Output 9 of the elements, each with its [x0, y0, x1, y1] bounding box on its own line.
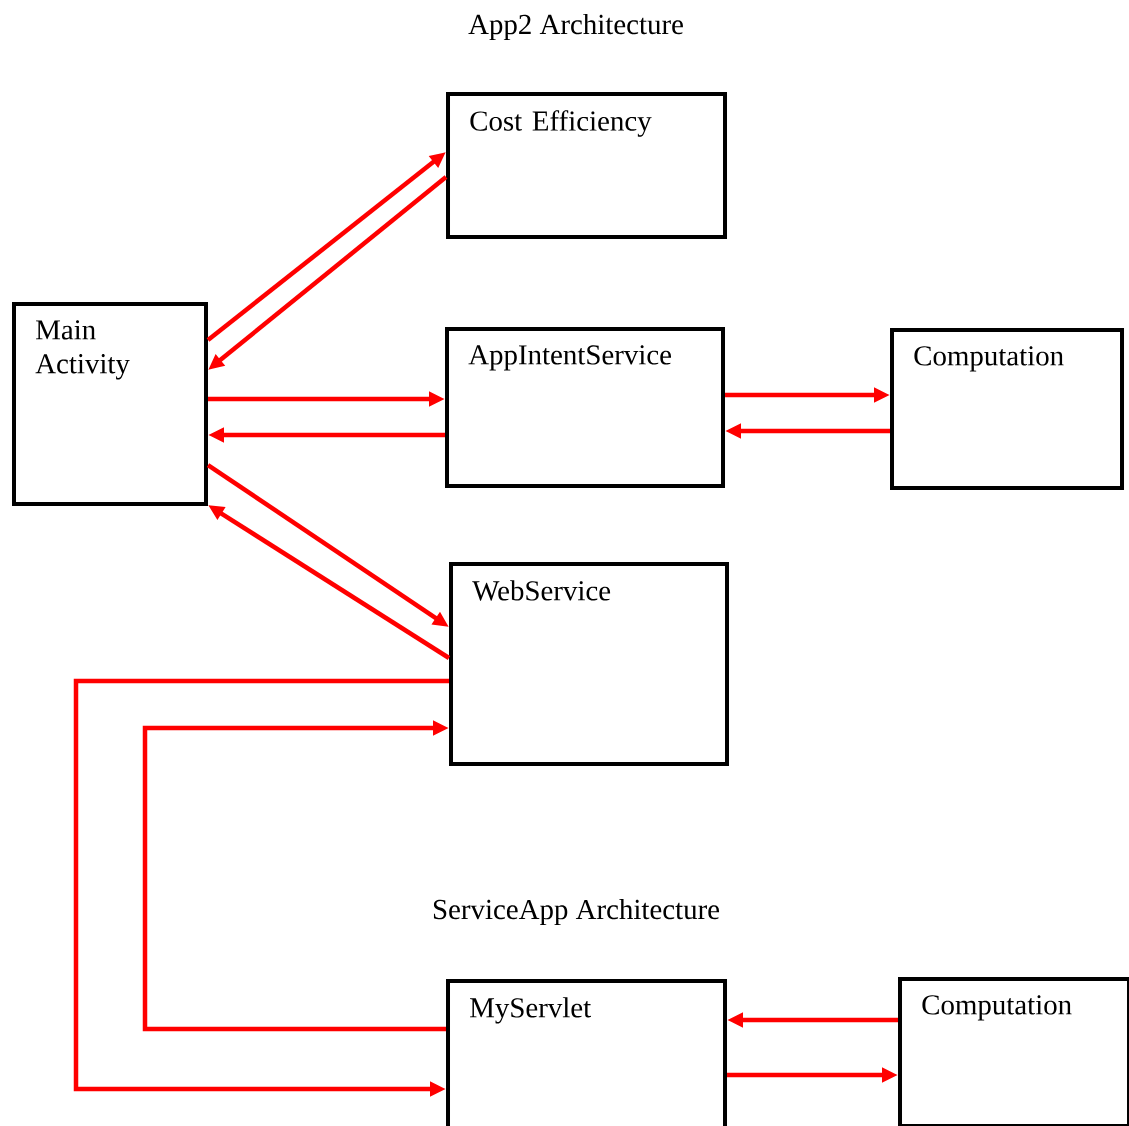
process-box: AppIntentService [445, 327, 725, 488]
process-box: Computation [890, 328, 1124, 490]
process-box: MyServlet [446, 979, 727, 1126]
process-box: WebService [449, 562, 729, 766]
section-heading: ServiceApp Architecture [433, 898, 720, 926]
process-box: Main Activity [12, 302, 208, 506]
process-box: Computation [898, 977, 1129, 1126]
diagram-title: App2 Architecture [468, 13, 683, 41]
process-box: Cost Efficiency [446, 92, 727, 239]
